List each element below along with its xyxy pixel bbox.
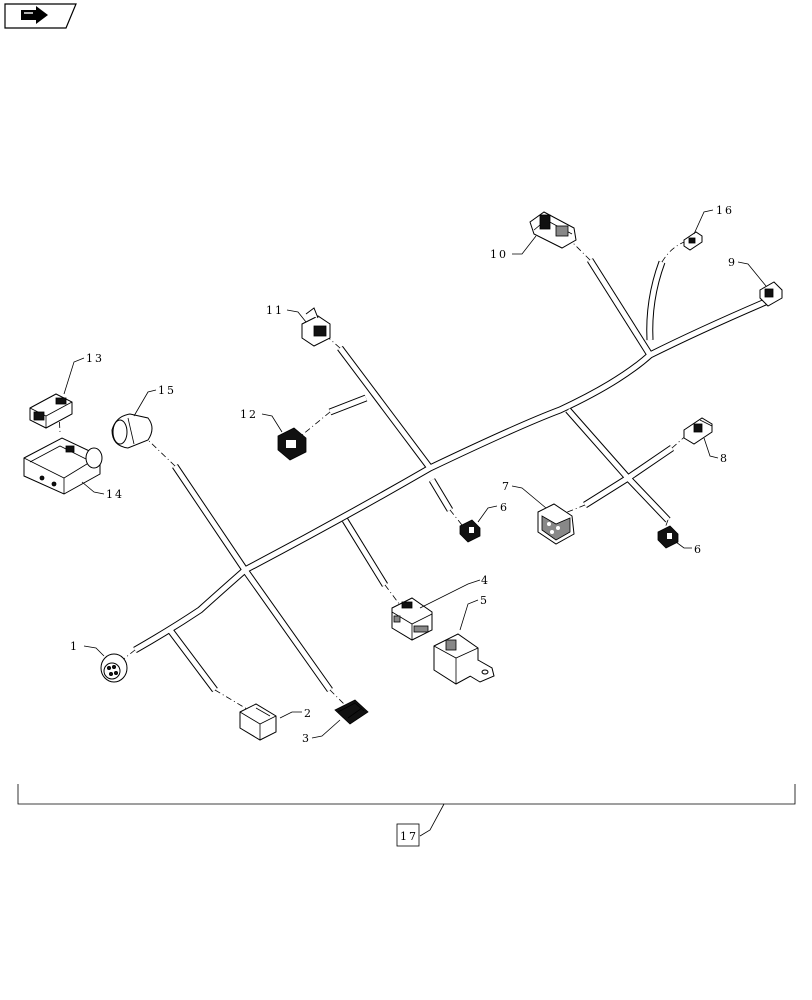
next-arrow-icon <box>21 6 48 24</box>
callout-17: 17 <box>400 830 418 843</box>
callout-2: 2 <box>304 707 313 720</box>
callout-12: 12 <box>240 408 258 421</box>
part-8-connector <box>683 417 713 445</box>
part-6-plug-lower <box>657 525 679 549</box>
part-1-round-connector <box>100 653 128 683</box>
wiring-harness <box>57 239 772 713</box>
callout-15: 15 <box>158 384 176 397</box>
callout-10: 10 <box>490 248 508 261</box>
callout-1: 1 <box>70 640 79 653</box>
part-5-relay <box>433 633 495 685</box>
callout-labels: 1 2 3 4 5 6 6 7 8 9 10 11 12 13 14 15 16… <box>70 204 737 843</box>
callout-6-lower: 6 <box>694 543 703 556</box>
callout-5: 5 <box>480 594 489 607</box>
part-15-elbow <box>111 413 153 449</box>
callout-4: 4 <box>481 574 490 587</box>
part-7-connector <box>537 503 575 545</box>
part-3-connector <box>334 699 369 725</box>
callout-16: 16 <box>716 204 734 217</box>
callout-11: 11 <box>266 304 284 317</box>
leader-lines <box>17 209 796 847</box>
callout-9: 9 <box>728 256 737 269</box>
callout-3: 3 <box>302 732 311 745</box>
part-4-connector <box>391 597 433 641</box>
part-9-plug <box>759 281 783 307</box>
part-14-housing <box>23 437 103 495</box>
part-16-terminal <box>683 231 703 251</box>
callout-13: 13 <box>86 352 104 365</box>
callout-7: 7 <box>502 480 511 493</box>
callout-6-upper: 6 <box>500 501 509 514</box>
part-6-plug-upper <box>459 519 481 543</box>
next-page-button[interactable] <box>4 3 77 29</box>
callout-8: 8 <box>720 452 729 465</box>
part-10-connector <box>529 211 577 249</box>
part-2-connector <box>239 703 277 741</box>
callout-14: 14 <box>106 488 124 501</box>
part-13-terminal <box>29 393 73 429</box>
part-12-connector <box>277 427 307 461</box>
part-11-connector <box>301 307 331 347</box>
